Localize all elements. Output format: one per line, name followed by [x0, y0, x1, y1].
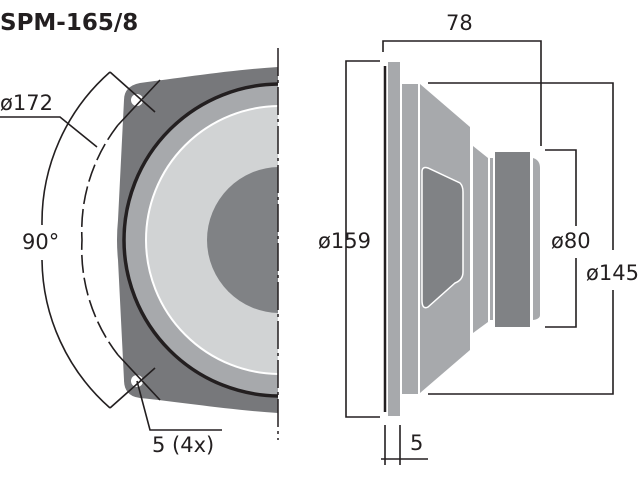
- side-view: 78 ø159 ø80 ø145 5: [318, 11, 639, 465]
- model-title: SPM-165/8: [0, 10, 138, 36]
- mount-circle-arc: [80, 124, 119, 356]
- magnet-diameter-label: ø80: [551, 229, 591, 253]
- depth-label: 78: [446, 11, 473, 35]
- flange: [388, 62, 400, 416]
- mount-hole-top: [131, 94, 143, 106]
- basket-plate: [402, 84, 418, 394]
- flange-thickness-label: 5: [410, 431, 423, 455]
- magnet: [495, 152, 530, 327]
- cutout-diameter-label: ø145: [586, 261, 639, 285]
- angle-label: 90°: [22, 230, 59, 254]
- holes-label: 5 (4x): [152, 433, 214, 457]
- outer-diameter-label: ø159: [318, 229, 371, 253]
- back-plate: [533, 158, 540, 320]
- mount-circle-label: ø172: [0, 91, 53, 115]
- cone: [145, 105, 278, 375]
- dust-cap: [207, 167, 278, 313]
- basket-window: [421, 166, 464, 309]
- angle-arc: [41, 71, 111, 409]
- front-view: ø172 90° 5 (4x): [0, 48, 279, 457]
- basket-neck: [473, 146, 488, 333]
